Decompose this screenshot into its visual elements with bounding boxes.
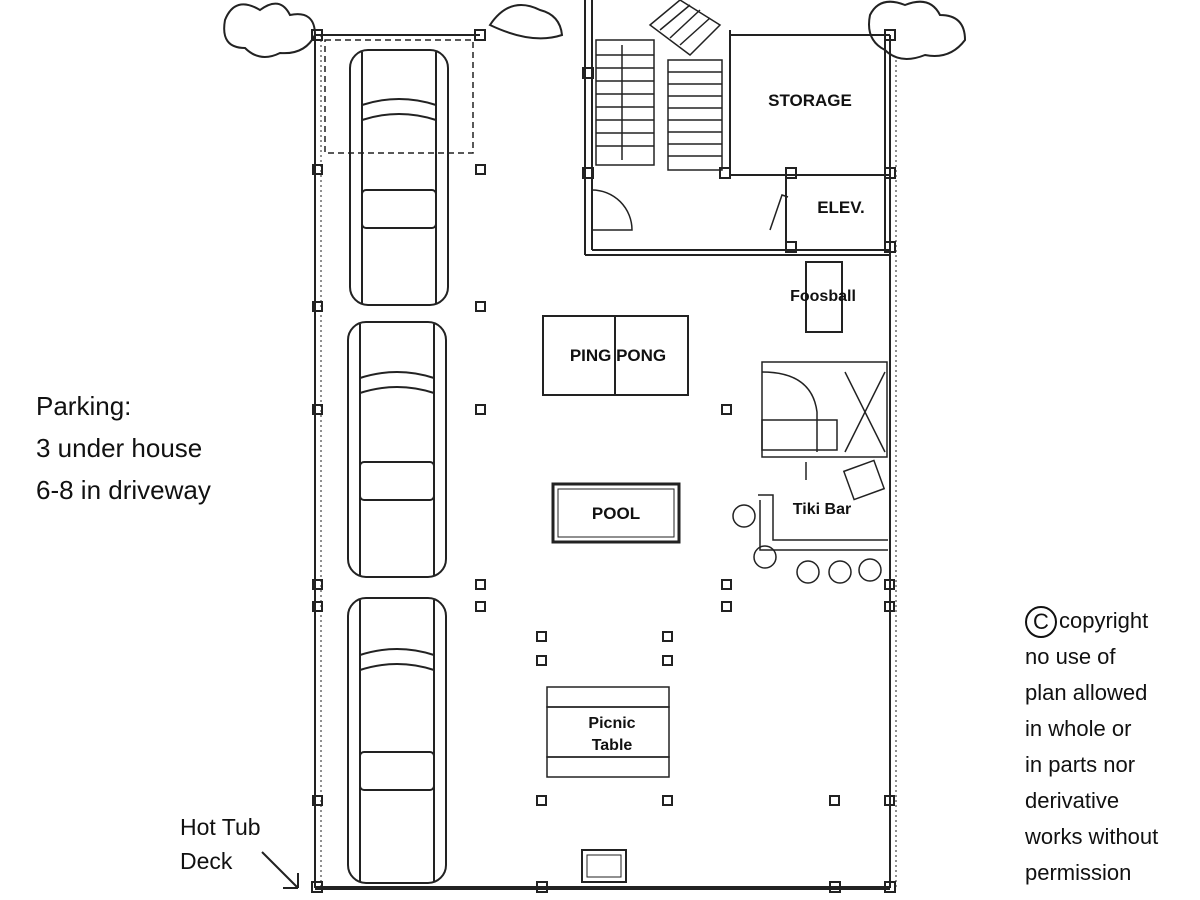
pool-table — [551, 482, 681, 544]
copyright-line8: permission — [1025, 860, 1132, 885]
label-storage: STORAGE — [768, 91, 852, 110]
label-elevator: ELEV. — [817, 198, 865, 217]
tree-left — [223, 2, 317, 58]
label-foosball: Foosball — [790, 288, 856, 305]
copyright-line3: plan allowed — [1025, 680, 1148, 705]
copyright-line5: in parts nor — [1025, 752, 1136, 777]
car-3 — [347, 597, 447, 884]
picnic-table — [546, 686, 670, 778]
label-picnic-line2: Table — [592, 737, 633, 754]
stairs-left — [595, 39, 655, 166]
tree-right — [868, 0, 967, 60]
label-picnic-line1: Picnic — [588, 715, 635, 732]
tiki-bar-area — [732, 361, 888, 584]
hot-tub-arrow — [261, 851, 299, 889]
foosball-table — [805, 261, 843, 333]
column-posts — [311, 29, 896, 893]
parking-note-line3: 6-8 in driveway — [36, 475, 211, 505]
copyright-line4: in whole or — [1025, 716, 1132, 741]
car-1 — [349, 49, 449, 306]
label-tiki-bar: Tiki Bar — [793, 501, 851, 518]
parking-note: Parking: 3 under house 6-8 in driveway — [36, 385, 211, 511]
copyright-line2: no use of — [1025, 644, 1116, 669]
copyright-icon: C — [1025, 606, 1057, 639]
parking-note-line1: Parking: — [36, 391, 132, 421]
parking-note-line2: 3 under house — [36, 433, 203, 463]
hot-tub-note-line2: Deck — [180, 848, 233, 874]
copyright-line6: derivative — [1025, 788, 1120, 813]
stairs-right — [648, 0, 723, 171]
label-pool: POOL — [592, 504, 640, 523]
label-ping-pong: PING PONG — [570, 346, 666, 365]
car-2 — [347, 321, 447, 578]
copyright-line7: works without — [1025, 824, 1159, 849]
hot-tub-note-line1: Hot Tub — [180, 814, 261, 840]
grill — [581, 849, 627, 883]
hot-tub-note: Hot Tub Deck — [180, 810, 261, 878]
tree-mid — [488, 4, 564, 40]
